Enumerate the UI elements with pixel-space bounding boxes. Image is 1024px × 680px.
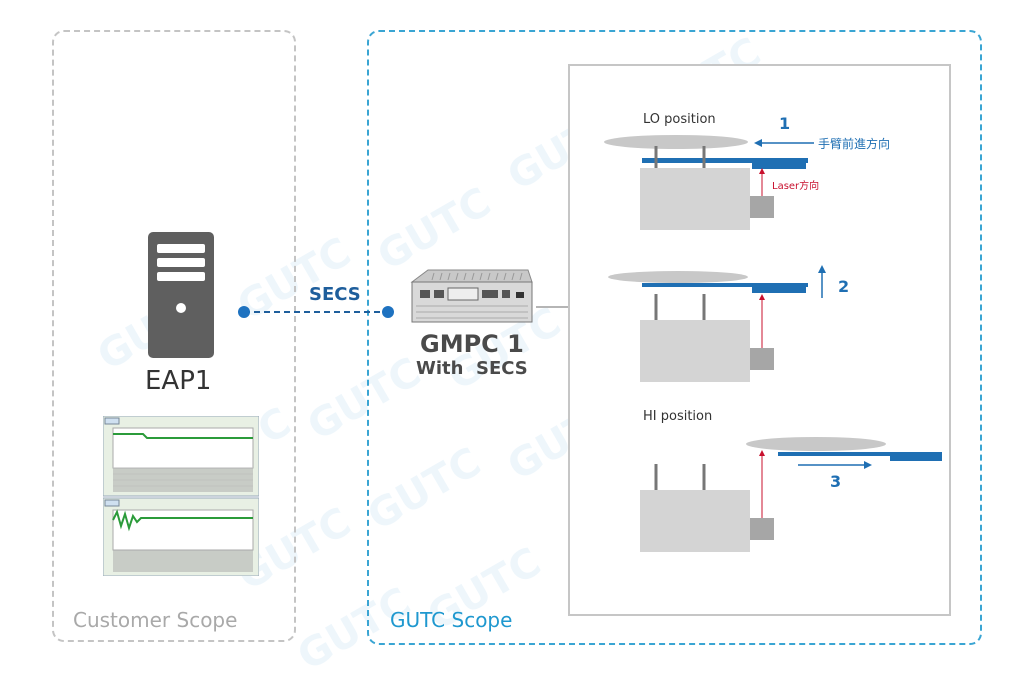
gmpc-device-icon [410,269,533,323]
stage-2-diagram [608,265,826,382]
gmpc-label: GMPC 1 [420,330,524,358]
hi-position-label: HI position [643,409,713,424]
gmpc-sublabel: With SECS [416,358,528,379]
server-icon [148,232,214,358]
stage-1-diagram [604,135,814,230]
lo-position-label: LO position [643,112,716,127]
customer-scope-label: Customer Scope [73,608,238,632]
gutc-scope-box [367,30,982,645]
server-label: EAP1 [145,366,212,396]
step-3-number: 3 [830,472,842,491]
secs-connection-line [238,306,394,318]
customer-scope-box [52,30,296,642]
step-2-number: 2 [838,277,850,296]
monitor-chart-image [103,416,259,576]
arm-direction-label: 手臂前進方向 [818,137,891,151]
step-1-number: 1 [779,114,791,133]
secs-label: SECS [309,284,361,305]
laser-direction-label: Laser方向 [772,181,820,192]
gutc-scope-label: GUTC Scope [390,608,513,632]
stage-3-diagram [640,437,942,552]
panel-connector-line [536,306,570,308]
